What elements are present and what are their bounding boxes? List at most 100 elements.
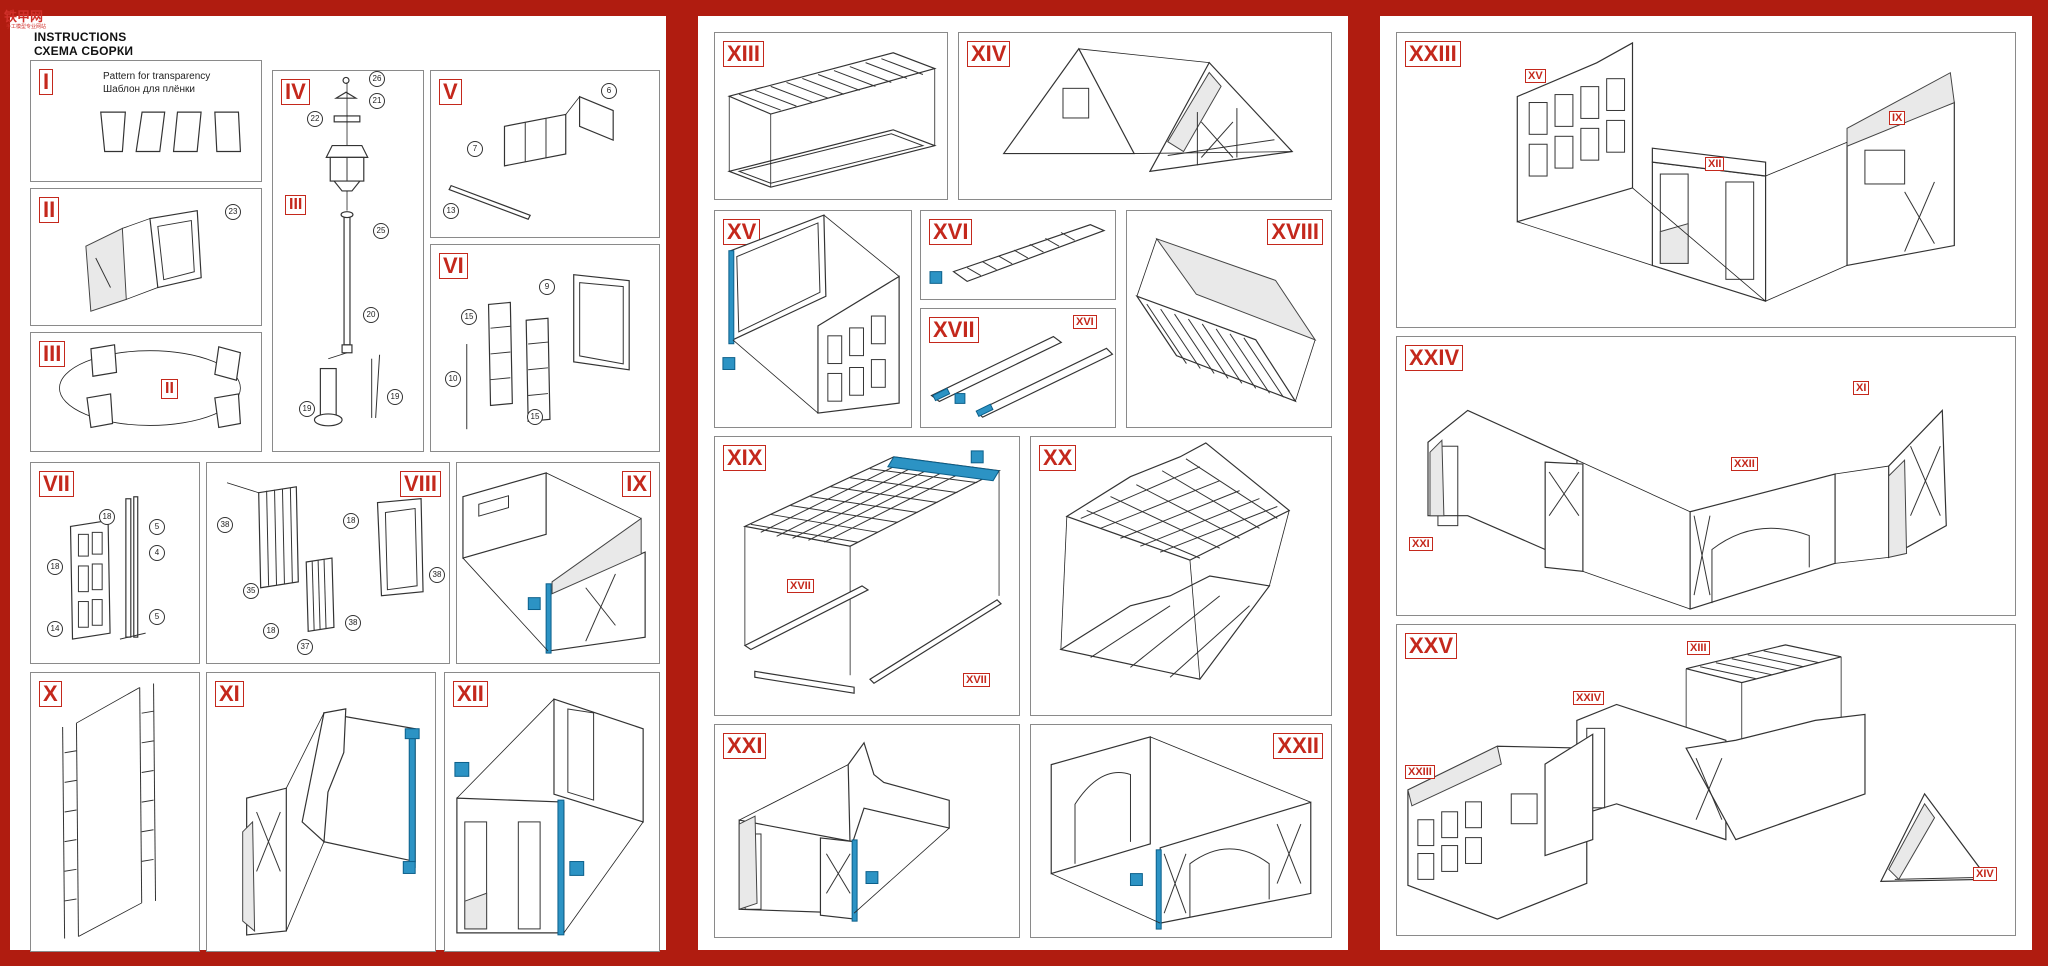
part-number: 21 bbox=[369, 93, 385, 109]
step-panel-XXIV: XXIV XI XXII XXI bbox=[1396, 336, 2016, 616]
ref-tag: III bbox=[285, 195, 307, 215]
step-label: X bbox=[39, 681, 62, 707]
ref-tag: XVII bbox=[787, 579, 814, 593]
step-panel-XX: XX bbox=[1030, 436, 1332, 716]
part-number: 10 bbox=[445, 371, 461, 387]
ref-tag: II bbox=[161, 379, 178, 399]
step-panel-III: III II bbox=[30, 332, 262, 452]
pattern-text-ru: Шаблон для плёнки bbox=[103, 84, 195, 95]
door-assembly-drawing bbox=[69, 496, 146, 640]
arch-assembly-drawing bbox=[1427, 409, 1947, 610]
ref-tag: IX bbox=[1889, 111, 1906, 125]
gable-ends-drawing bbox=[1002, 47, 1294, 173]
step-label: I bbox=[39, 69, 54, 95]
roof-panel-drawing bbox=[727, 52, 937, 188]
ref-tag: XI bbox=[1853, 381, 1870, 395]
part-number: 19 bbox=[299, 401, 315, 417]
shutter-assembly-drawing bbox=[226, 482, 424, 633]
street-lamp-drawing bbox=[313, 76, 381, 427]
step-label: XXIII bbox=[1405, 41, 1461, 67]
step-label: XVIII bbox=[1267, 219, 1323, 245]
step-label: XIII bbox=[723, 41, 765, 67]
step-panel-IX: IX bbox=[456, 462, 660, 664]
step-panel-XXII: XXII bbox=[1030, 724, 1332, 938]
ref-tag: XIII bbox=[1687, 641, 1710, 655]
instruction-page-1: I Pattern for transparency Шаблон для пл… bbox=[10, 16, 666, 952]
step-label: V bbox=[439, 79, 462, 105]
window-frame-drawing bbox=[448, 95, 614, 220]
step-panel-VI: VI 9 15 10 15 bbox=[430, 244, 660, 452]
arch-wall-drawing bbox=[1050, 736, 1312, 930]
part-number: 22 bbox=[307, 111, 323, 127]
part-number: 18 bbox=[263, 623, 279, 639]
instructions-title-en: INSTRUCTIONS bbox=[34, 30, 127, 44]
step-label: XIV bbox=[967, 41, 1011, 67]
step-panel-I: I Pattern for transparency Шаблон для пл… bbox=[30, 60, 262, 182]
step-panel-VII: VII 18 5 4 18 14 5 bbox=[30, 462, 200, 664]
step-label: III bbox=[39, 341, 66, 367]
part-number: 15 bbox=[527, 409, 543, 425]
final-assembly-drawing bbox=[1407, 644, 1990, 920]
part-number: 18 bbox=[343, 513, 359, 529]
step-panel-XXV: XXV XIII XXIV XXIII XIV bbox=[1396, 624, 2016, 936]
part-number: 18 bbox=[47, 559, 63, 575]
ref-tag: XXI bbox=[1409, 537, 1433, 551]
ref-tag: XII bbox=[1705, 157, 1725, 171]
ladder-drawing bbox=[62, 683, 157, 939]
part-number: 26 bbox=[369, 71, 385, 87]
step-panel-XV: XV bbox=[714, 210, 912, 428]
step-panel-XIII: XIII bbox=[714, 32, 948, 200]
tiled-roof-drawing bbox=[742, 450, 1002, 694]
instructions-title-ru: СХЕМА СБОРКИ bbox=[34, 44, 134, 58]
step-label: XVI bbox=[929, 219, 973, 245]
step-panel-XXIII: XXIII XV XII IX bbox=[1396, 32, 2016, 328]
step-label: II bbox=[39, 197, 60, 223]
watermark-subtext: 手工模型专业网站 bbox=[6, 24, 47, 30]
step-panel-XIX: XIX XVII XVII bbox=[714, 436, 1020, 716]
step-panel-XVIII: XVIII bbox=[1126, 210, 1332, 428]
ref-tag: XVII bbox=[963, 673, 990, 687]
instruction-page-3: XXIII XV XII IX XXIV bbox=[1380, 16, 2032, 950]
step-label: VI bbox=[439, 253, 468, 279]
half-timber-wall-drawing bbox=[722, 214, 900, 414]
gable-wall-drawing bbox=[462, 472, 646, 654]
step-panel-XII: XII bbox=[444, 672, 660, 952]
step-label: XII bbox=[453, 681, 488, 707]
doorway-wall-drawing bbox=[454, 698, 644, 936]
ref-tag: XXIV bbox=[1573, 691, 1605, 705]
sill-strips-drawing bbox=[930, 335, 1114, 418]
part-number: 19 bbox=[387, 389, 403, 405]
part-number: 5 bbox=[149, 519, 165, 535]
part-number: 18 bbox=[99, 509, 115, 525]
step-label: IV bbox=[281, 79, 310, 105]
window-glazing-drawing bbox=[85, 209, 202, 312]
instruction-page-2: XIII XIV XV bbox=[698, 16, 1348, 950]
step-panel-IV: IV 26 21 22 III 25 20 19 19 bbox=[272, 70, 424, 452]
wall-assembly-drawing bbox=[1516, 41, 1955, 302]
part-number: 7 bbox=[467, 141, 483, 157]
ref-tag: XXIII bbox=[1405, 765, 1435, 779]
step-panel-XIV: XIV bbox=[958, 32, 1332, 200]
step-label: XX bbox=[1039, 445, 1077, 471]
step-label: XXV bbox=[1405, 633, 1458, 659]
step-panel-X: X bbox=[30, 672, 200, 952]
part-number: 38 bbox=[345, 615, 361, 631]
step-panel-XXI: XXI bbox=[714, 724, 1020, 938]
step-label: XXI bbox=[723, 733, 767, 759]
transparency-pattern-drawing bbox=[100, 111, 242, 153]
step-label: XXIV bbox=[1405, 345, 1464, 371]
part-number: 4 bbox=[149, 545, 165, 561]
wall-corner-drawing bbox=[738, 741, 950, 922]
part-number: 25 bbox=[373, 223, 389, 239]
step-panel-II: II 23 bbox=[30, 188, 262, 326]
pattern-text-en: Pattern for transparency bbox=[103, 71, 211, 82]
roof-underside-drawing bbox=[1135, 237, 1317, 403]
step-panel-XI: XI bbox=[206, 672, 436, 952]
part-number: 35 bbox=[243, 583, 259, 599]
part-number: 14 bbox=[47, 621, 63, 637]
door-window-drawing bbox=[466, 274, 630, 430]
lantern-glass-drawing bbox=[59, 344, 242, 429]
ref-tag: XVI bbox=[1073, 315, 1097, 329]
step-label: VIII bbox=[399, 471, 441, 497]
damaged-roof-drawing bbox=[1059, 442, 1291, 680]
